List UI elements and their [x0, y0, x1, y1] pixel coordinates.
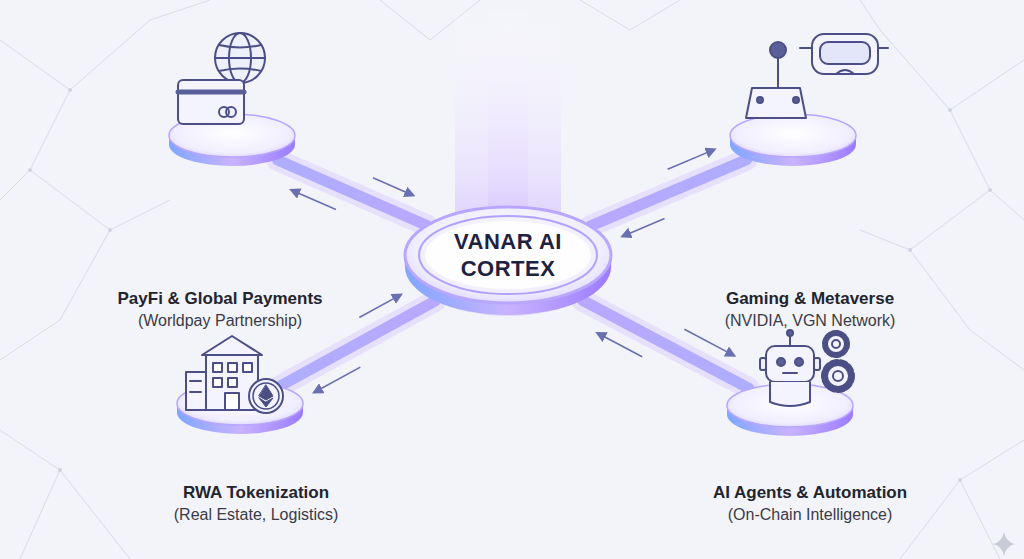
- vr-headset-icon: [800, 34, 888, 74]
- label-group: PayFi & Global Payments(Worldpay Partner…: [118, 288, 323, 332]
- sparkle-mark: [993, 532, 1015, 556]
- label-group: Gaming & Metaverse(NVIDIA, VGN Network): [725, 288, 896, 332]
- label-group: AI Agents & Automation(On-Chain Intellig…: [713, 482, 907, 526]
- domain-subtitle: (NVIDIA, VGN Network): [725, 310, 896, 332]
- domain-title: PayFi & Global Payments: [118, 288, 323, 310]
- label-group: RWA Tokenization(Real Estate, Logistics): [174, 482, 339, 526]
- connector: [583, 300, 749, 388]
- connector: [278, 160, 427, 225]
- connector: [280, 295, 435, 393]
- domain-subtitle: (Real Estate, Logistics): [174, 504, 339, 526]
- domain-title: RWA Tokenization: [174, 482, 339, 504]
- core-title: VANAR AI CORTEX: [433, 228, 583, 282]
- domain-title: Gaming & Metaverse: [725, 288, 896, 310]
- platform-disc: [725, 382, 855, 438]
- joystick-icon: [746, 42, 806, 118]
- globe-icon: [215, 33, 265, 83]
- gear-icon: [824, 333, 852, 390]
- domain-node: RWA Tokenization(Real Estate, Logistics): [175, 380, 305, 436]
- domain-node: PayFi & Global Payments(Worldpay Partner…: [167, 112, 297, 168]
- platform-disc: [728, 112, 858, 168]
- domain-subtitle: (Worldpay Partnership): [118, 310, 323, 332]
- platform-disc: [167, 112, 297, 168]
- core-node: VANAR AI CORTEX: [403, 205, 613, 317]
- connector: [590, 149, 747, 236]
- platform-disc: [175, 380, 305, 436]
- domain-node: Gaming & Metaverse(NVIDIA, VGN Network): [728, 112, 858, 168]
- domain-subtitle: (On-Chain Intelligence): [713, 504, 907, 526]
- domain-node: AI Agents & Automation(On-Chain Intellig…: [725, 382, 855, 438]
- domain-title: AI Agents & Automation: [713, 482, 907, 504]
